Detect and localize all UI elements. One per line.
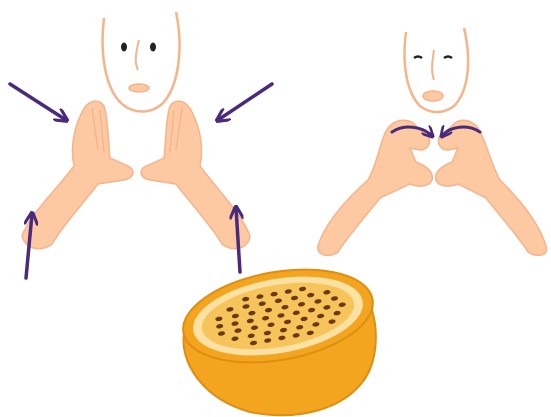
closed-right-eye-icon [444, 57, 452, 59]
arrow-inward-left-icon [10, 84, 66, 120]
right-hands-grip [318, 120, 547, 255]
arrow-inward-right-icon [218, 84, 272, 120]
left-hand-left [22, 101, 133, 248]
open-mouth-icon [423, 91, 443, 101]
closed-left-eye-icon [414, 57, 422, 59]
right-face [405, 28, 469, 112]
passion-fruit-icon [176, 256, 380, 415]
left-hand-right [141, 101, 250, 248]
right-eye-icon [150, 43, 156, 52]
mouth-icon [129, 84, 149, 92]
left-face [103, 12, 180, 112]
left-eye-icon [121, 43, 127, 52]
